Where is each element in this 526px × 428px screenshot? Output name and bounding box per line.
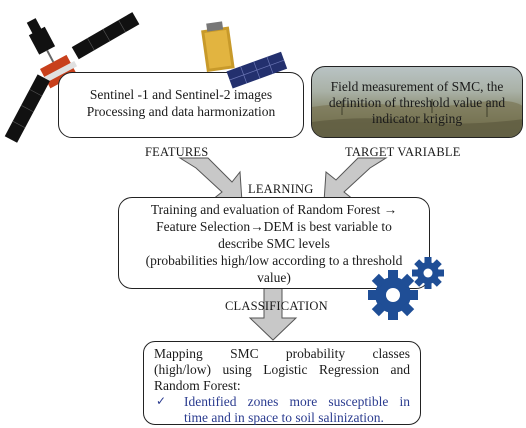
target-variable-label: TARGET VARIABLE (345, 145, 461, 159)
features-label: FEATURES (145, 145, 209, 159)
sentinel-box: Sentinel -1 and Sentinel-2 images Proces… (58, 72, 304, 138)
bullet-line1: Identified zones more susceptible in (184, 394, 410, 409)
bullet-checkmark: ✓ (156, 394, 167, 408)
result-line1: Mapping SMC probability classes (154, 346, 410, 361)
field-line3: indicator kriging (371, 111, 463, 126)
learning-line1: Training and evaluation of Random Forest… (150, 202, 398, 217)
learning-line4: (probabilities high/low according to a t… (145, 253, 403, 268)
learning-line5: value) (257, 270, 291, 285)
sentinel-line2: Processing and data harmonization (86, 104, 276, 119)
learning-label: LEARNING (248, 182, 314, 196)
sentinel-line1: Sentinel -1 and Sentinel-2 images (89, 87, 273, 102)
bullet-line2: time and in space to soil salinization. (184, 410, 384, 425)
classification-arrow (248, 287, 298, 341)
result-line2: (high/low) using Logistic Regression and (154, 362, 410, 377)
learning-line3: describe SMC levels (218, 236, 330, 251)
learning-box: Training and evaluation of Random Forest… (118, 197, 430, 289)
field-measurement-box: Field measurement of SMC, the definition… (311, 66, 523, 138)
field-line1: Field measurement of SMC, the (330, 79, 504, 94)
classification-label: CLASSIFICATION (225, 299, 328, 313)
result-line3: Random Forest: (154, 378, 241, 393)
learning-line2: Feature Selection→DEM is best variable t… (156, 219, 392, 234)
field-line2: definition of threshold value and (328, 95, 506, 110)
field-photo (312, 99, 522, 137)
result-box: Mapping SMC probability classes (high/lo… (143, 341, 421, 425)
